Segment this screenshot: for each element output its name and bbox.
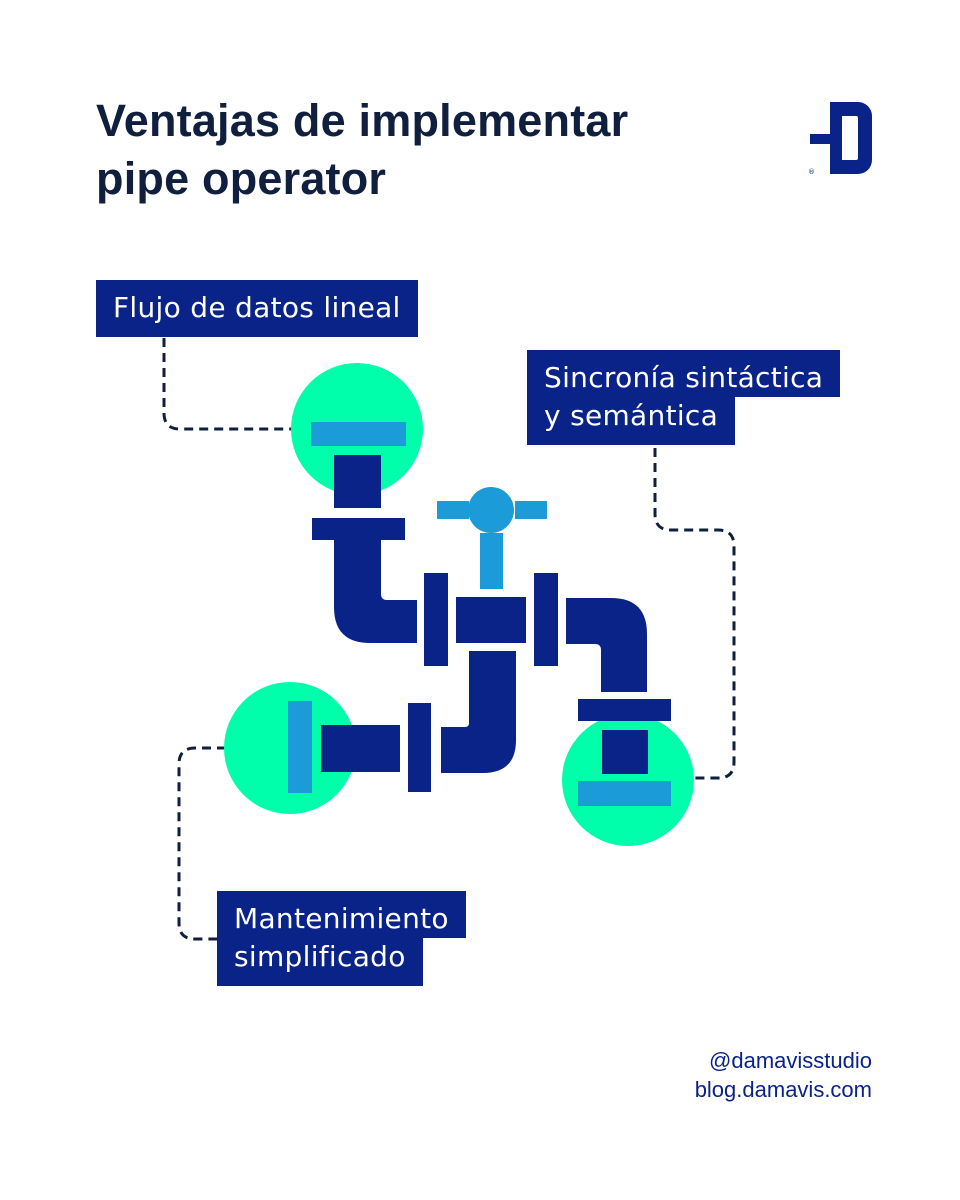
pipe-elbow-bottom <box>441 651 516 773</box>
title-line-1: Ventajas de implementar <box>96 95 629 146</box>
pipe-top-flange <box>312 518 405 540</box>
valve-wheel <box>468 487 514 533</box>
logo-d-shape <box>842 102 872 174</box>
damavis-logo-icon: ® <box>808 102 872 176</box>
pipe-center-block <box>456 597 526 643</box>
label-mantenimiento-line-2: simplificado <box>217 938 423 986</box>
pipe-bottom-flange <box>408 703 431 792</box>
connector-sincronia <box>653 448 736 780</box>
pipe-center-flange-right <box>534 573 558 666</box>
logo-registered-mark: ® <box>808 168 815 176</box>
label-sincronia-sintactica: Sincronía sintáctica y semántica <box>527 350 841 445</box>
label-flujo-line-1: Flujo de datos lineal <box>96 280 418 337</box>
connector-flujo <box>162 338 292 431</box>
node-circle-right <box>562 714 694 846</box>
pipe-elbow-right <box>566 598 647 692</box>
page-title: Ventajas de implementar pipe operator <box>96 92 628 208</box>
pipe-right-stub <box>602 730 648 774</box>
pipe-top-stub <box>334 455 381 508</box>
pipe-elbow-top <box>334 540 417 643</box>
logo-horizontal-bar <box>810 134 842 144</box>
label-flujo-datos-lineal: Flujo de datos lineal <box>96 280 418 337</box>
cap-right <box>578 781 671 806</box>
connector-mantenimiento <box>177 746 226 941</box>
label-mantenimiento-simplificado: Mantenimiento simplificado <box>217 891 466 986</box>
label-sincronia-line-1: Sincronía sintáctica <box>527 350 841 397</box>
cap-left <box>288 701 312 793</box>
pipe-right-flange <box>578 699 671 721</box>
label-sincronia-line-2: y semántica <box>527 397 736 445</box>
pipe-center-flange-left <box>424 573 448 666</box>
title-line-2: pipe operator <box>96 153 387 204</box>
footer-site[interactable]: blog.damavis.com <box>694 1077 872 1102</box>
valve-handle-bar-left <box>437 501 469 519</box>
pipe-left-stub <box>321 725 400 772</box>
label-mantenimiento-line-1: Mantenimiento <box>217 891 466 938</box>
cap-top <box>311 422 406 446</box>
valve-stem <box>480 533 503 589</box>
footer-credits: @damavisstudio blog.damavis.com <box>695 1046 872 1104</box>
valve-handle-bar-right <box>515 501 547 519</box>
footer-handle[interactable]: @damavisstudio <box>709 1048 872 1073</box>
